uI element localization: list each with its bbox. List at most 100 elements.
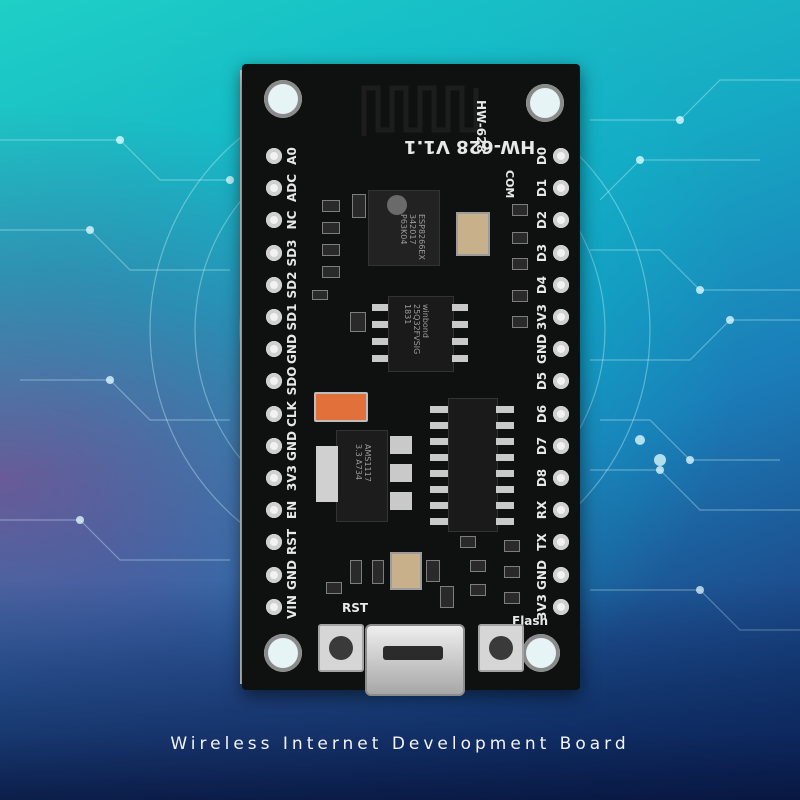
chip-leg [430, 406, 448, 413]
smd-component [352, 194, 366, 218]
right-pin-pad [553, 566, 569, 583]
smd-component [504, 540, 520, 552]
smd-component [460, 536, 476, 548]
right-pin-pad [553, 341, 569, 358]
chip-leg [430, 470, 448, 477]
flash-memory-chip [388, 296, 454, 372]
smd-component [512, 316, 528, 328]
smd-component [326, 582, 342, 594]
esp-chip-text: ESP8266EX 342017 P63K04 [399, 214, 426, 260]
right-pin-pad [553, 148, 569, 164]
chip-leg [496, 518, 514, 525]
left-pin-pad [266, 309, 282, 325]
smd-component [512, 232, 528, 244]
smd-component [504, 566, 520, 578]
micro-usb-port [365, 624, 465, 696]
chip-leg [430, 438, 448, 445]
left-pin-pad [266, 244, 282, 261]
mounting-hole-top-left [264, 80, 302, 118]
smd-component [470, 560, 486, 572]
left-pin-pad [266, 598, 282, 615]
chip-leg [496, 406, 514, 413]
right-pin-pad [553, 244, 569, 261]
crystal-oscillator-2 [390, 552, 422, 590]
smd-component [350, 560, 362, 584]
flash-chip-text: winbond 25Q32FVSIG 1831 [403, 304, 430, 355]
smd-component [322, 200, 340, 212]
left-pin-pad [266, 373, 282, 390]
smd-component [512, 290, 528, 302]
left-pin-pad [266, 405, 282, 422]
chip-leg [496, 438, 514, 445]
smd-component [440, 586, 454, 608]
chip-leg [496, 454, 514, 461]
smd-component [470, 584, 486, 596]
chip-leg [430, 502, 448, 509]
chip-leg [496, 502, 514, 509]
left-pin-pad [266, 276, 282, 293]
right-pin-pad [553, 437, 569, 454]
mounting-hole-bottom-left [264, 634, 302, 672]
regulator-tab [316, 446, 338, 502]
regulator-pin [390, 436, 412, 454]
esp8266-chip [368, 190, 440, 266]
left-pin-pad [266, 502, 282, 519]
smd-component [312, 290, 328, 300]
rst-button-cap [329, 636, 353, 660]
left-pin-pad [266, 534, 282, 551]
left-pin-pad [266, 566, 282, 583]
usb-serial-chip [448, 398, 498, 532]
left-pin-label: VIN [285, 594, 299, 619]
usb-slot [383, 646, 443, 660]
com-label: COM [503, 170, 516, 199]
right-pin-pad [553, 534, 569, 551]
board-corner-label: HW-628 [474, 100, 488, 153]
left-pin-pad [266, 470, 282, 486]
right-pin-pad [553, 405, 569, 422]
chip-leg [430, 422, 448, 429]
chip-leg [496, 422, 514, 429]
regulator-text: AMS1117 3.3 A734 [354, 444, 372, 482]
chip-leg [452, 304, 468, 311]
board-model-label: HW-628 V1.1 [404, 136, 536, 157]
rst-button[interactable] [318, 624, 364, 672]
smd-component [426, 560, 440, 582]
chip-leg [372, 304, 388, 311]
right-pin-pad [553, 309, 569, 325]
chip-leg [430, 486, 448, 493]
right-pin-pad [553, 502, 569, 519]
regulator-pin [390, 464, 412, 482]
chip-leg [430, 454, 448, 461]
flash-button-cap [489, 636, 513, 660]
tantalum-capacitor [314, 392, 368, 422]
chip-leg [372, 338, 388, 345]
left-pin-pad [266, 180, 282, 197]
crystal-oscillator [456, 212, 490, 256]
caption-text: Wireless Internet Development Board [170, 734, 630, 754]
left-pin-pad [266, 341, 282, 358]
right-pin-pad [553, 598, 569, 615]
left-pin-pad [266, 148, 282, 164]
chip-leg [372, 355, 388, 362]
smd-component [372, 560, 384, 584]
smd-component [322, 222, 340, 234]
rst-label: RST [342, 601, 369, 615]
chip-logo [387, 195, 407, 215]
right-pin-pad [553, 180, 569, 197]
regulator-pin [390, 492, 412, 510]
smd-component [512, 204, 528, 216]
flash-button[interactable] [478, 624, 524, 672]
right-pin-pad [553, 212, 569, 229]
mounting-hole-bottom-right [522, 634, 560, 672]
mounting-hole-top-right [526, 84, 564, 122]
chip-leg [496, 486, 514, 493]
smd-component [504, 592, 520, 604]
chip-leg [496, 470, 514, 477]
smd-component [322, 244, 340, 256]
chip-leg [372, 321, 388, 328]
smd-component [322, 266, 340, 278]
chip-leg [452, 355, 468, 362]
right-pin-pad [553, 276, 569, 293]
antenna-trace [361, 85, 479, 136]
smd-component [350, 312, 366, 332]
